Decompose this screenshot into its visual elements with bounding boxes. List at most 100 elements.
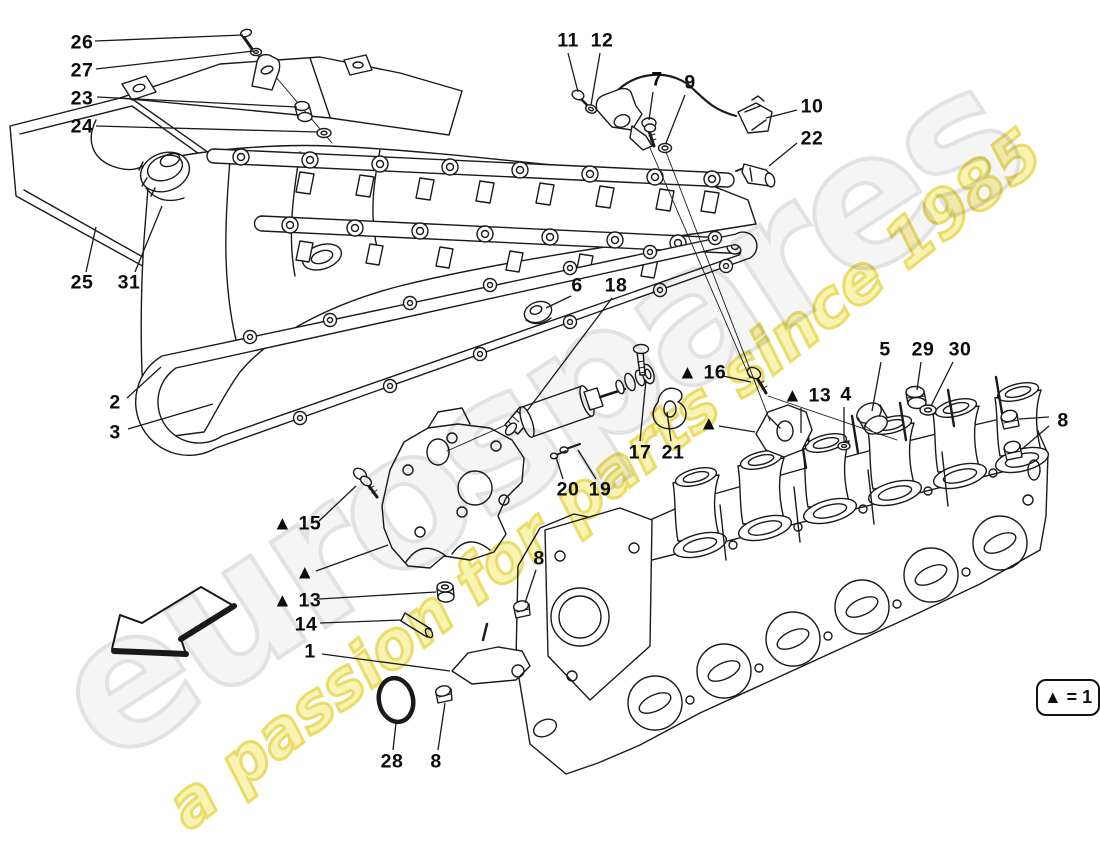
leader-26	[94, 34, 244, 42]
pin-14	[400, 612, 434, 639]
callout-16: ▲ 16	[677, 361, 727, 384]
combustion-chambers	[627, 515, 1028, 731]
assembly-reference-lines	[649, 147, 898, 441]
cam-cover-rail-lower	[253, 215, 757, 279]
leader-27	[95, 50, 255, 70]
o-ring-28	[376, 675, 416, 725]
direction-arrow	[111, 586, 237, 657]
callout-23: 23	[70, 87, 94, 110]
callout-18: 18	[604, 274, 628, 297]
grommet	[523, 300, 553, 325]
legend-text: ▲ = 1	[1043, 687, 1093, 707]
bolt-vertical	[632, 343, 650, 376]
leader-25	[85, 226, 97, 273]
washer-9	[657, 142, 673, 154]
bolt-15	[352, 467, 379, 499]
clamp-21	[652, 387, 687, 430]
callout-8r: 8	[1057, 409, 1069, 432]
leader-1	[321, 653, 451, 672]
leader-24	[95, 125, 319, 133]
connector-10	[737, 95, 773, 134]
callout-22: 22	[800, 127, 824, 150]
head-arm	[451, 622, 531, 685]
leader-31	[134, 205, 163, 273]
leader-19	[577, 449, 597, 480]
callout-2: 2	[109, 391, 121, 414]
callout-13l: ▲ 13	[272, 589, 322, 612]
callout-29: 29	[911, 338, 935, 361]
leader-8r	[1018, 416, 1050, 420]
plug-8-right-2	[1003, 440, 1023, 461]
leader-29	[916, 361, 922, 391]
callout-1: 1	[304, 640, 316, 663]
callout-17: 17	[628, 441, 652, 464]
plug-8-mid	[512, 600, 531, 619]
plug-8-right-1	[1000, 409, 1020, 430]
bushing-23	[294, 100, 313, 123]
leader-8m	[524, 569, 537, 604]
callout-10: 10	[800, 95, 824, 118]
callout-3: 3	[109, 421, 121, 444]
leader-21	[666, 411, 672, 442]
leader-23	[96, 96, 298, 108]
callout-7: 7	[651, 68, 663, 91]
cover-fins	[295, 171, 720, 214]
head-front-plate	[532, 507, 653, 738]
leader-8b	[437, 702, 446, 751]
leader-9	[665, 94, 686, 144]
parts-diagram	[9, 28, 1052, 775]
bushing-29	[905, 385, 927, 410]
bushing-13-left	[436, 581, 455, 603]
leader-15	[318, 485, 357, 522]
callout-26: 26	[70, 31, 94, 54]
leader-6	[545, 295, 572, 309]
callout-19: 19	[588, 478, 612, 501]
leader-28	[392, 722, 397, 751]
callout-13r: ▲ 13	[782, 384, 832, 407]
leader-14	[319, 619, 403, 624]
oil-filler-cap	[138, 151, 191, 202]
callout-27: 27	[70, 59, 94, 82]
cap-5	[856, 402, 888, 435]
washer-24	[316, 127, 332, 139]
callout-24: 24	[70, 115, 94, 138]
diagram-stage: eurospares a passion for parts since 198…	[9, 23, 1100, 844]
callout-12: 12	[590, 29, 614, 52]
leader-7	[648, 91, 654, 121]
callout-8b: 8	[430, 750, 442, 773]
callout-28: 28	[380, 750, 404, 773]
leader-30	[930, 361, 954, 407]
leader-tri-left	[315, 544, 389, 572]
callout-21: 21	[661, 441, 685, 464]
leader-22	[768, 142, 798, 167]
leader-tri-right	[718, 425, 756, 433]
legend-box: ▲ = 1	[1036, 679, 1100, 716]
washer-12	[584, 104, 598, 114]
leader-11	[567, 52, 579, 93]
callout-31: 31	[117, 271, 141, 294]
cam-bracket	[381, 407, 525, 569]
cylinder-head	[451, 375, 1052, 775]
callout-15: ▲ 15	[272, 512, 322, 535]
sensor-assembly	[571, 73, 776, 188]
leader-12	[590, 52, 601, 106]
leader-3	[127, 403, 214, 430]
leader-2	[126, 366, 162, 399]
callout-tri-right: ▲	[699, 412, 719, 435]
leader-20	[555, 456, 564, 480]
connector-22	[735, 163, 776, 188]
callout-14: 14	[294, 613, 318, 636]
callout-tri-left: ▲	[295, 561, 315, 584]
leader-8r	[1021, 425, 1050, 450]
parts-catalog-page: { "page": {"width": 1100, "height": 800,…	[9, 22, 1100, 844]
callout-25: 25	[70, 271, 94, 294]
valve-cover-gasket	[134, 230, 758, 457]
callout-6: 6	[571, 274, 583, 297]
callout-11: 11	[557, 29, 579, 52]
washer-4	[837, 441, 851, 451]
solenoid-assembly	[446, 343, 687, 460]
leader-16	[722, 375, 752, 383]
bracket-right	[755, 404, 813, 458]
plug-8-bottom	[434, 685, 453, 704]
